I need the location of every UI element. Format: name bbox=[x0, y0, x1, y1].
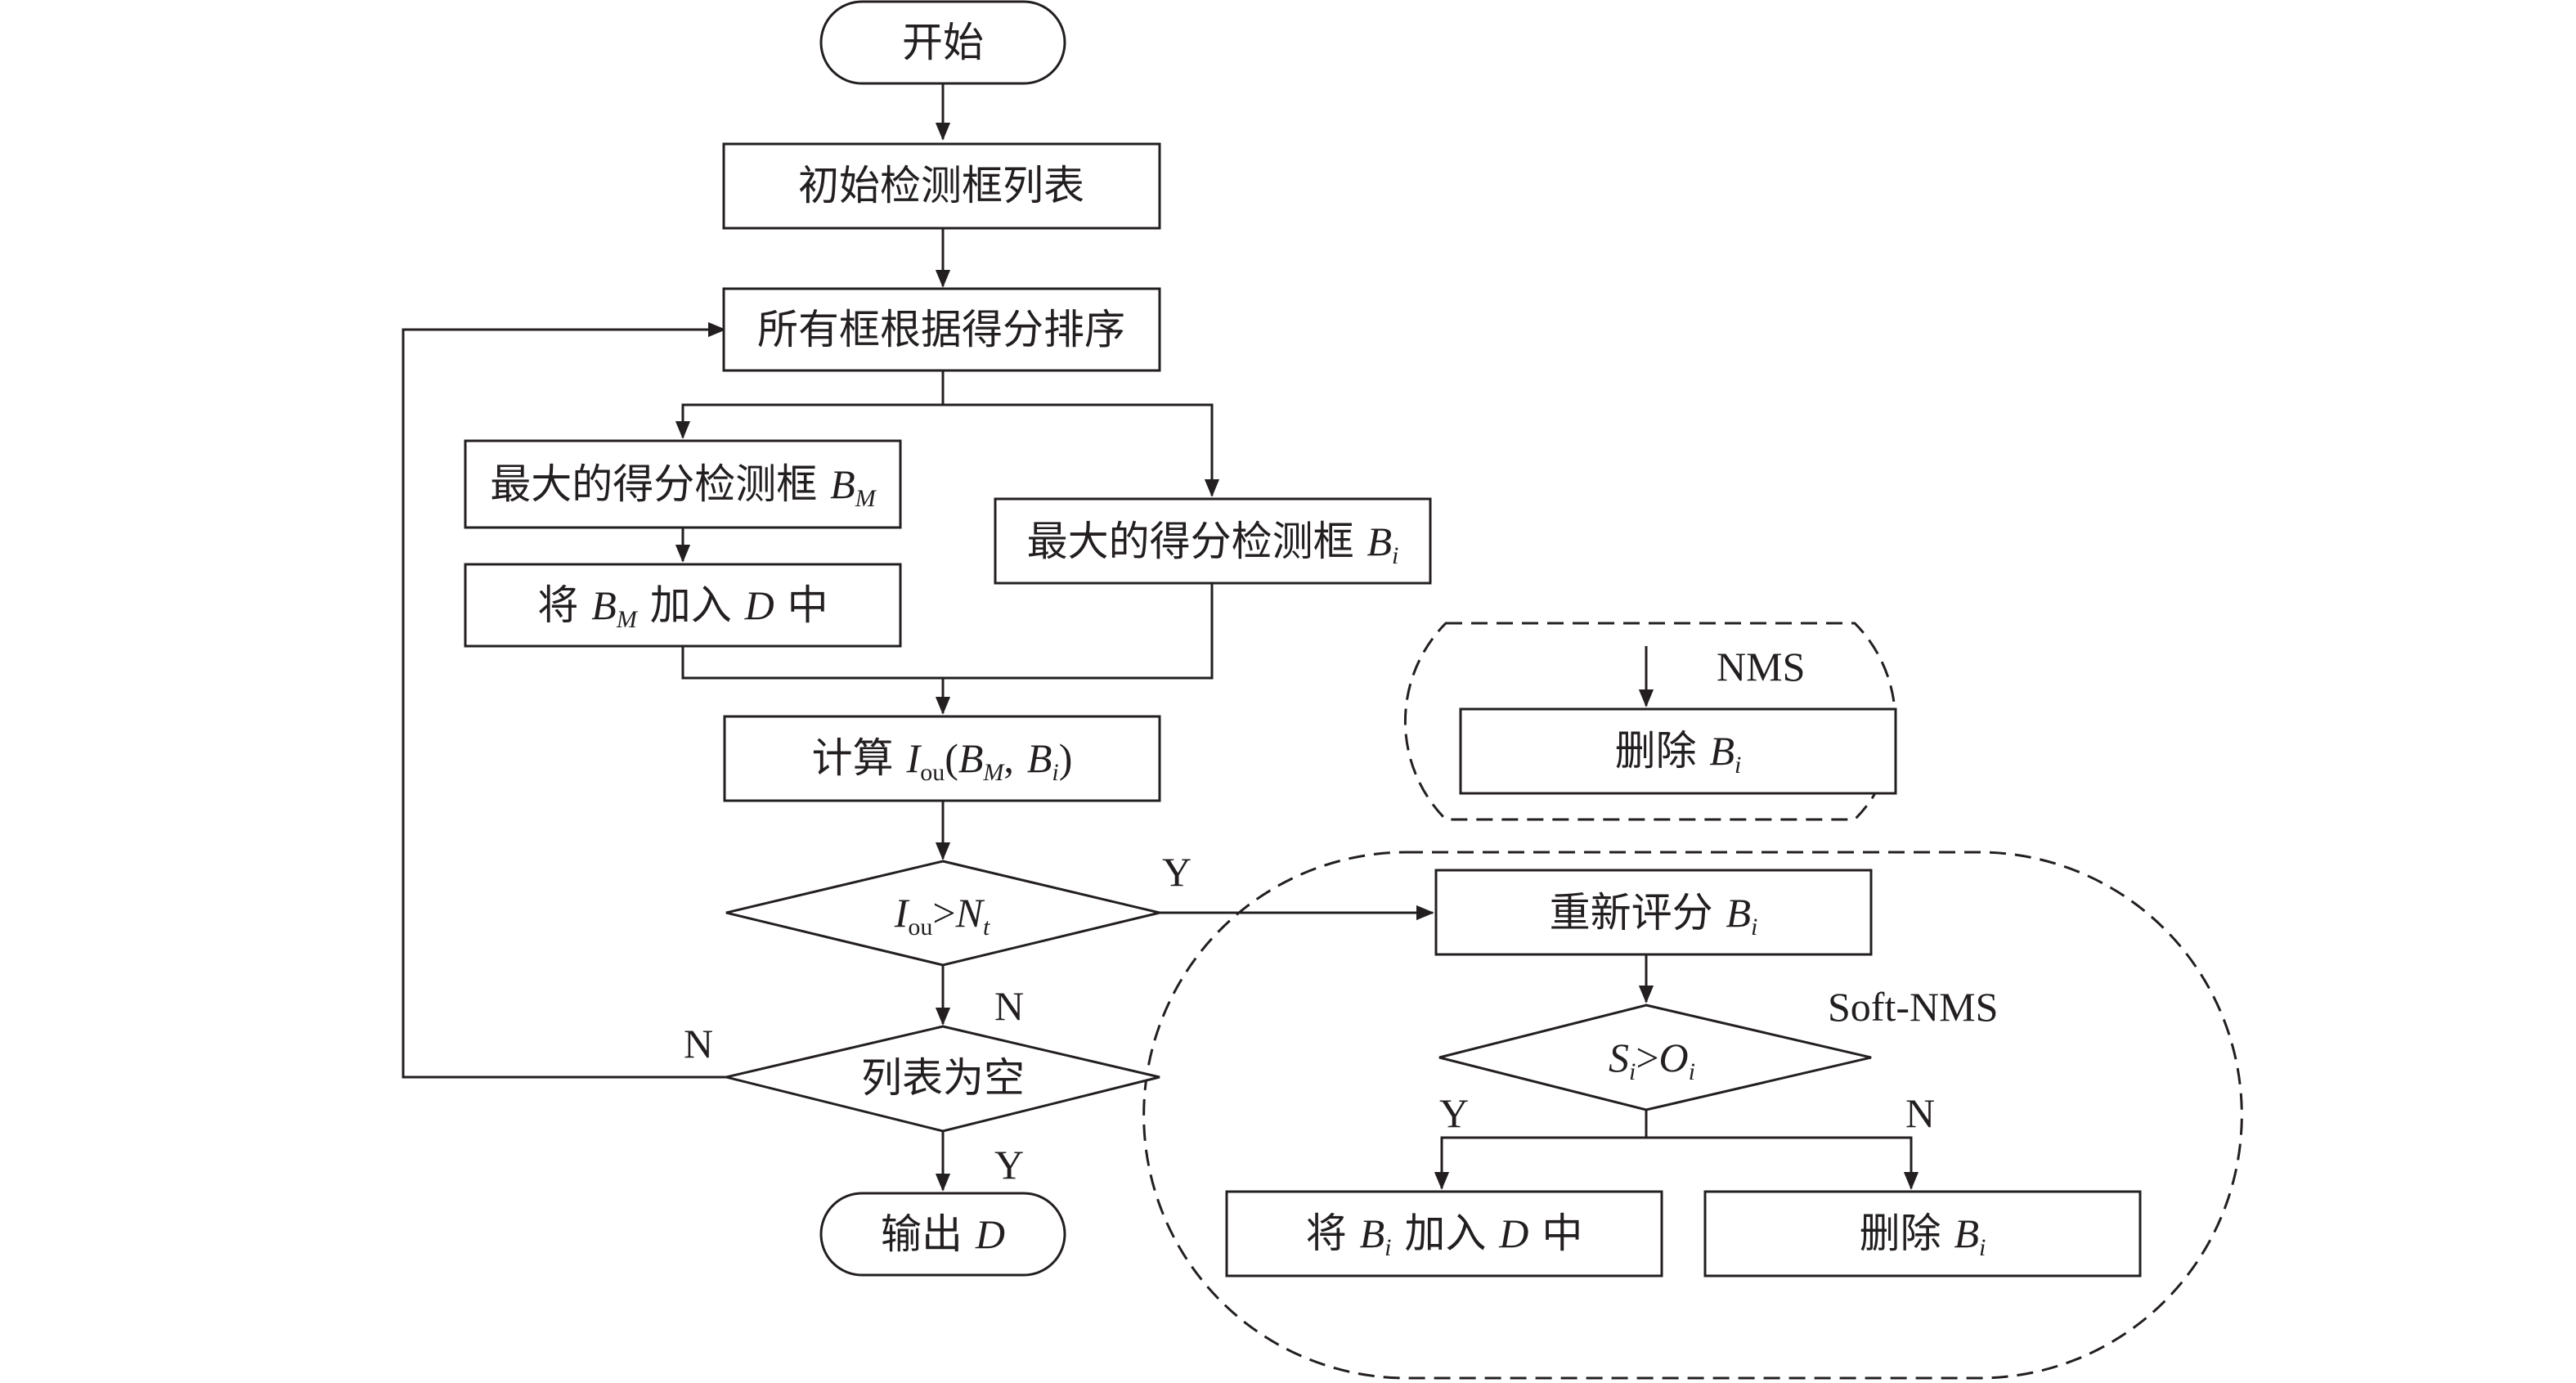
max-score-box-bm-label: 最大的得分检测框 BM bbox=[490, 460, 877, 512]
nms-delete-box: 删除 Bi bbox=[1459, 707, 1897, 795]
nms-group-label: NMS bbox=[1717, 644, 1805, 689]
sort-label: 所有框根据得分排序 bbox=[757, 306, 1125, 353]
iou-threshold-decision: Iou>Nt bbox=[725, 860, 1160, 967]
init-list-label: 初始检测框列表 bbox=[798, 162, 1084, 209]
nms-delete-label: 删除 Bi bbox=[1615, 727, 1742, 779]
add-bm-to-d-label: 将 BM 加入 D 中 bbox=[537, 581, 828, 633]
soft-delete-label: 删除 Bi bbox=[1860, 1210, 1986, 1261]
score-threshold-decision: Si>Oi bbox=[1438, 1004, 1872, 1111]
soft-nms-group-label: Soft-NMS bbox=[1828, 984, 1998, 1030]
edge-label-iou-yes: Y bbox=[1162, 849, 1192, 895]
init-list-box: 初始检测框列表 bbox=[722, 142, 1161, 230]
list-empty-decision: 列表为空 bbox=[725, 1025, 1160, 1133]
soft-delete-box: 删除 Bi bbox=[1703, 1190, 2142, 1277]
iou-threshold-label: Iou>Nt bbox=[894, 890, 990, 941]
edge-label-empty-no: N bbox=[684, 1021, 713, 1066]
rescore-box: 重新评分 Bi bbox=[1434, 869, 1873, 956]
start-node: 开始 bbox=[819, 0, 1066, 85]
edge-label-score-no: N bbox=[1905, 1090, 1935, 1136]
max-score-box-bm: 最大的得分检测框 BM bbox=[464, 439, 902, 529]
edge-label-score-yes: Y bbox=[1439, 1090, 1469, 1136]
compute-iou-box: 计算 Iou(BM, Bi) bbox=[723, 715, 1161, 802]
start-label: 开始 bbox=[902, 19, 984, 66]
edge-label-iou-no: N bbox=[994, 983, 1024, 1029]
score-threshold-label: Si>Oi bbox=[1609, 1035, 1695, 1085]
list-empty-label: 列表为空 bbox=[861, 1054, 1025, 1102]
add-bi-to-d-label: 将 Bi 加入 D 中 bbox=[1306, 1210, 1583, 1261]
connectors bbox=[402, 84, 1919, 1192]
compute-iou-label: 计算 Iou(BM, Bi) bbox=[812, 734, 1073, 786]
add-bm-to-d-box: 将 BM 加入 D 中 bbox=[464, 563, 902, 648]
max-score-box-bi-label: 最大的得分检测框 Bi bbox=[1027, 518, 1399, 569]
output-node: 输出 D bbox=[819, 1192, 1066, 1277]
nms-group-outline bbox=[1403, 622, 1897, 821]
max-score-box-bi: 最大的得分检测框 Bi bbox=[994, 497, 1432, 585]
soft-nms-group-outline bbox=[1142, 851, 2243, 1380]
rescore-label: 重新评分 Bi bbox=[1550, 889, 1758, 941]
edge-label-empty-yes: Y bbox=[994, 1142, 1024, 1188]
add-bi-to-d-box: 将 Bi 加入 D 中 bbox=[1225, 1190, 1663, 1277]
output-label: 输出 D bbox=[881, 1210, 1005, 1258]
sort-box: 所有框根据得分排序 bbox=[722, 287, 1161, 372]
